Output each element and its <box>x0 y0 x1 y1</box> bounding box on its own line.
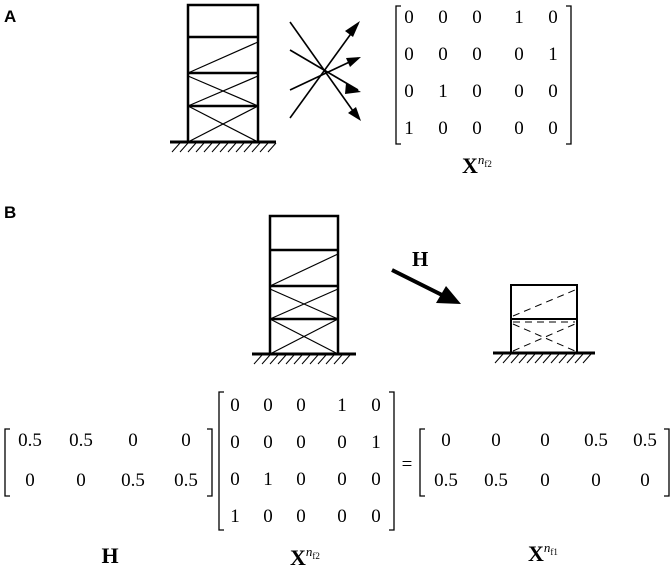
matrix-cell: 0.5 <box>633 430 657 451</box>
result-caption: Xnf1 <box>528 540 558 566</box>
matrix-cell: 0 <box>181 430 191 451</box>
matrix-cell: 0 <box>514 118 524 139</box>
matrix-cell: 0 <box>371 469 381 490</box>
panel-b-two-story-frame <box>510 284 578 354</box>
x-matrix: 0 0 0 1 0 0 0 0 0 1 0 1 0 0 0 1 0 0 0 0 <box>230 395 381 527</box>
matrix-cell: 0 <box>438 118 448 139</box>
matrix-cell: 0 <box>514 44 524 65</box>
matrix-cell: 0 <box>548 81 558 102</box>
matrix-cell: 0 <box>230 432 240 453</box>
matrix-cell: 1 <box>337 395 347 416</box>
matrix-cell: 0 <box>25 470 35 491</box>
matrix-cell: 0 <box>296 395 306 416</box>
matrix-cell: 0 <box>263 432 273 453</box>
x-matrix-brackets <box>218 391 395 531</box>
h-matrix-brackets <box>4 428 213 497</box>
matrix-cell: 1 <box>371 432 381 453</box>
panel-b-label: B <box>4 203 16 222</box>
panel-a-label: A <box>4 7 16 26</box>
matrix-cell: 0 <box>404 44 414 65</box>
matrix-cell: 1 <box>514 7 524 28</box>
matrix-cell: 0 <box>371 506 381 527</box>
matrix-cell: 0.5 <box>484 470 508 491</box>
matrix-cell: 0 <box>591 470 601 491</box>
panel-a-matrix-bracket-left <box>395 5 401 145</box>
matrix-cell: 0 <box>548 7 558 28</box>
matrix-cell: 1 <box>438 81 448 102</box>
matrix-cell: 0 <box>230 469 240 490</box>
matrix-cell: 0 <box>404 7 414 28</box>
matrix-cell: 0.5 <box>18 430 42 451</box>
result-matrix: 0 0 0 0.5 0.5 0.5 0.5 0 0 0 <box>434 430 657 491</box>
panel-a-ground <box>170 140 277 153</box>
matrix-cell: 0 <box>548 118 558 139</box>
matrix-cell: 0 <box>472 7 482 28</box>
h-caption: H <box>101 543 118 568</box>
panel-a-matrix-bracket-right <box>566 5 572 145</box>
panel-b-ground-right <box>493 351 595 364</box>
matrix-cell: 0.5 <box>121 470 145 491</box>
result-matrix-brackets <box>419 428 670 497</box>
matrix-cell: 0 <box>404 81 414 102</box>
panel-b-four-story-frame <box>268 214 340 356</box>
matrix-cell: 0 <box>438 7 448 28</box>
matrix-cell: 1 <box>548 44 558 65</box>
matrix-cell: 0 <box>296 469 306 490</box>
matrix-cell: 0 <box>491 430 501 451</box>
matrix-cell: 0.5 <box>434 470 458 491</box>
matrix-cell: 0 <box>296 506 306 527</box>
matrix-cell: 0 <box>540 430 550 451</box>
h-matrix: 0.5 0.5 0 0 0 0 0.5 0.5 <box>18 430 198 491</box>
panel-a-matrix: 0 0 0 1 0 0 0 0 0 1 0 1 0 0 0 1 0 0 0 0 <box>404 7 558 139</box>
matrix-cell: 0 <box>438 44 448 65</box>
matrix-cell: 0.5 <box>69 430 93 451</box>
equals-sign: = <box>402 454 413 475</box>
matrix-cell: 0 <box>296 432 306 453</box>
matrix-cell: 1 <box>404 118 414 139</box>
h-transform-arrow <box>391 268 461 304</box>
matrix-cell: 0.5 <box>584 430 608 451</box>
matrix-cell: 0 <box>230 395 240 416</box>
matrix-cell: 1 <box>263 469 273 490</box>
matrix-cell: 0 <box>76 470 86 491</box>
h-arrow-label: H <box>412 247 428 271</box>
matrix-cell: 0 <box>540 470 550 491</box>
matrix-cell: 0 <box>337 469 347 490</box>
matrix-cell: 0 <box>472 44 482 65</box>
panel-a-four-story-frame <box>186 3 260 144</box>
matrix-cell: 0 <box>337 506 347 527</box>
matrix-cell: 0 <box>263 395 273 416</box>
matrix-cell: 1 <box>230 506 240 527</box>
matrix-cell: 0 <box>441 430 451 451</box>
panel-b-ground-left <box>252 352 356 365</box>
matrix-cell: 0 <box>472 118 482 139</box>
matrix-cell: 0 <box>371 395 381 416</box>
panel-a-arrowheads <box>345 21 361 121</box>
matrix-cell: 0 <box>263 506 273 527</box>
matrix-cell: 0 <box>472 81 482 102</box>
matrix-cell: 0.5 <box>174 470 198 491</box>
matrix-cell: 0 <box>337 432 347 453</box>
x-caption: Xnf2 <box>290 544 320 570</box>
matrix-cell: 0 <box>640 470 650 491</box>
matrix-cell: 0 <box>514 81 524 102</box>
panel-a-caption: Xnf2 <box>462 152 492 178</box>
matrix-cell: 0 <box>128 430 138 451</box>
panel-a-permutation-arrows <box>289 21 359 119</box>
